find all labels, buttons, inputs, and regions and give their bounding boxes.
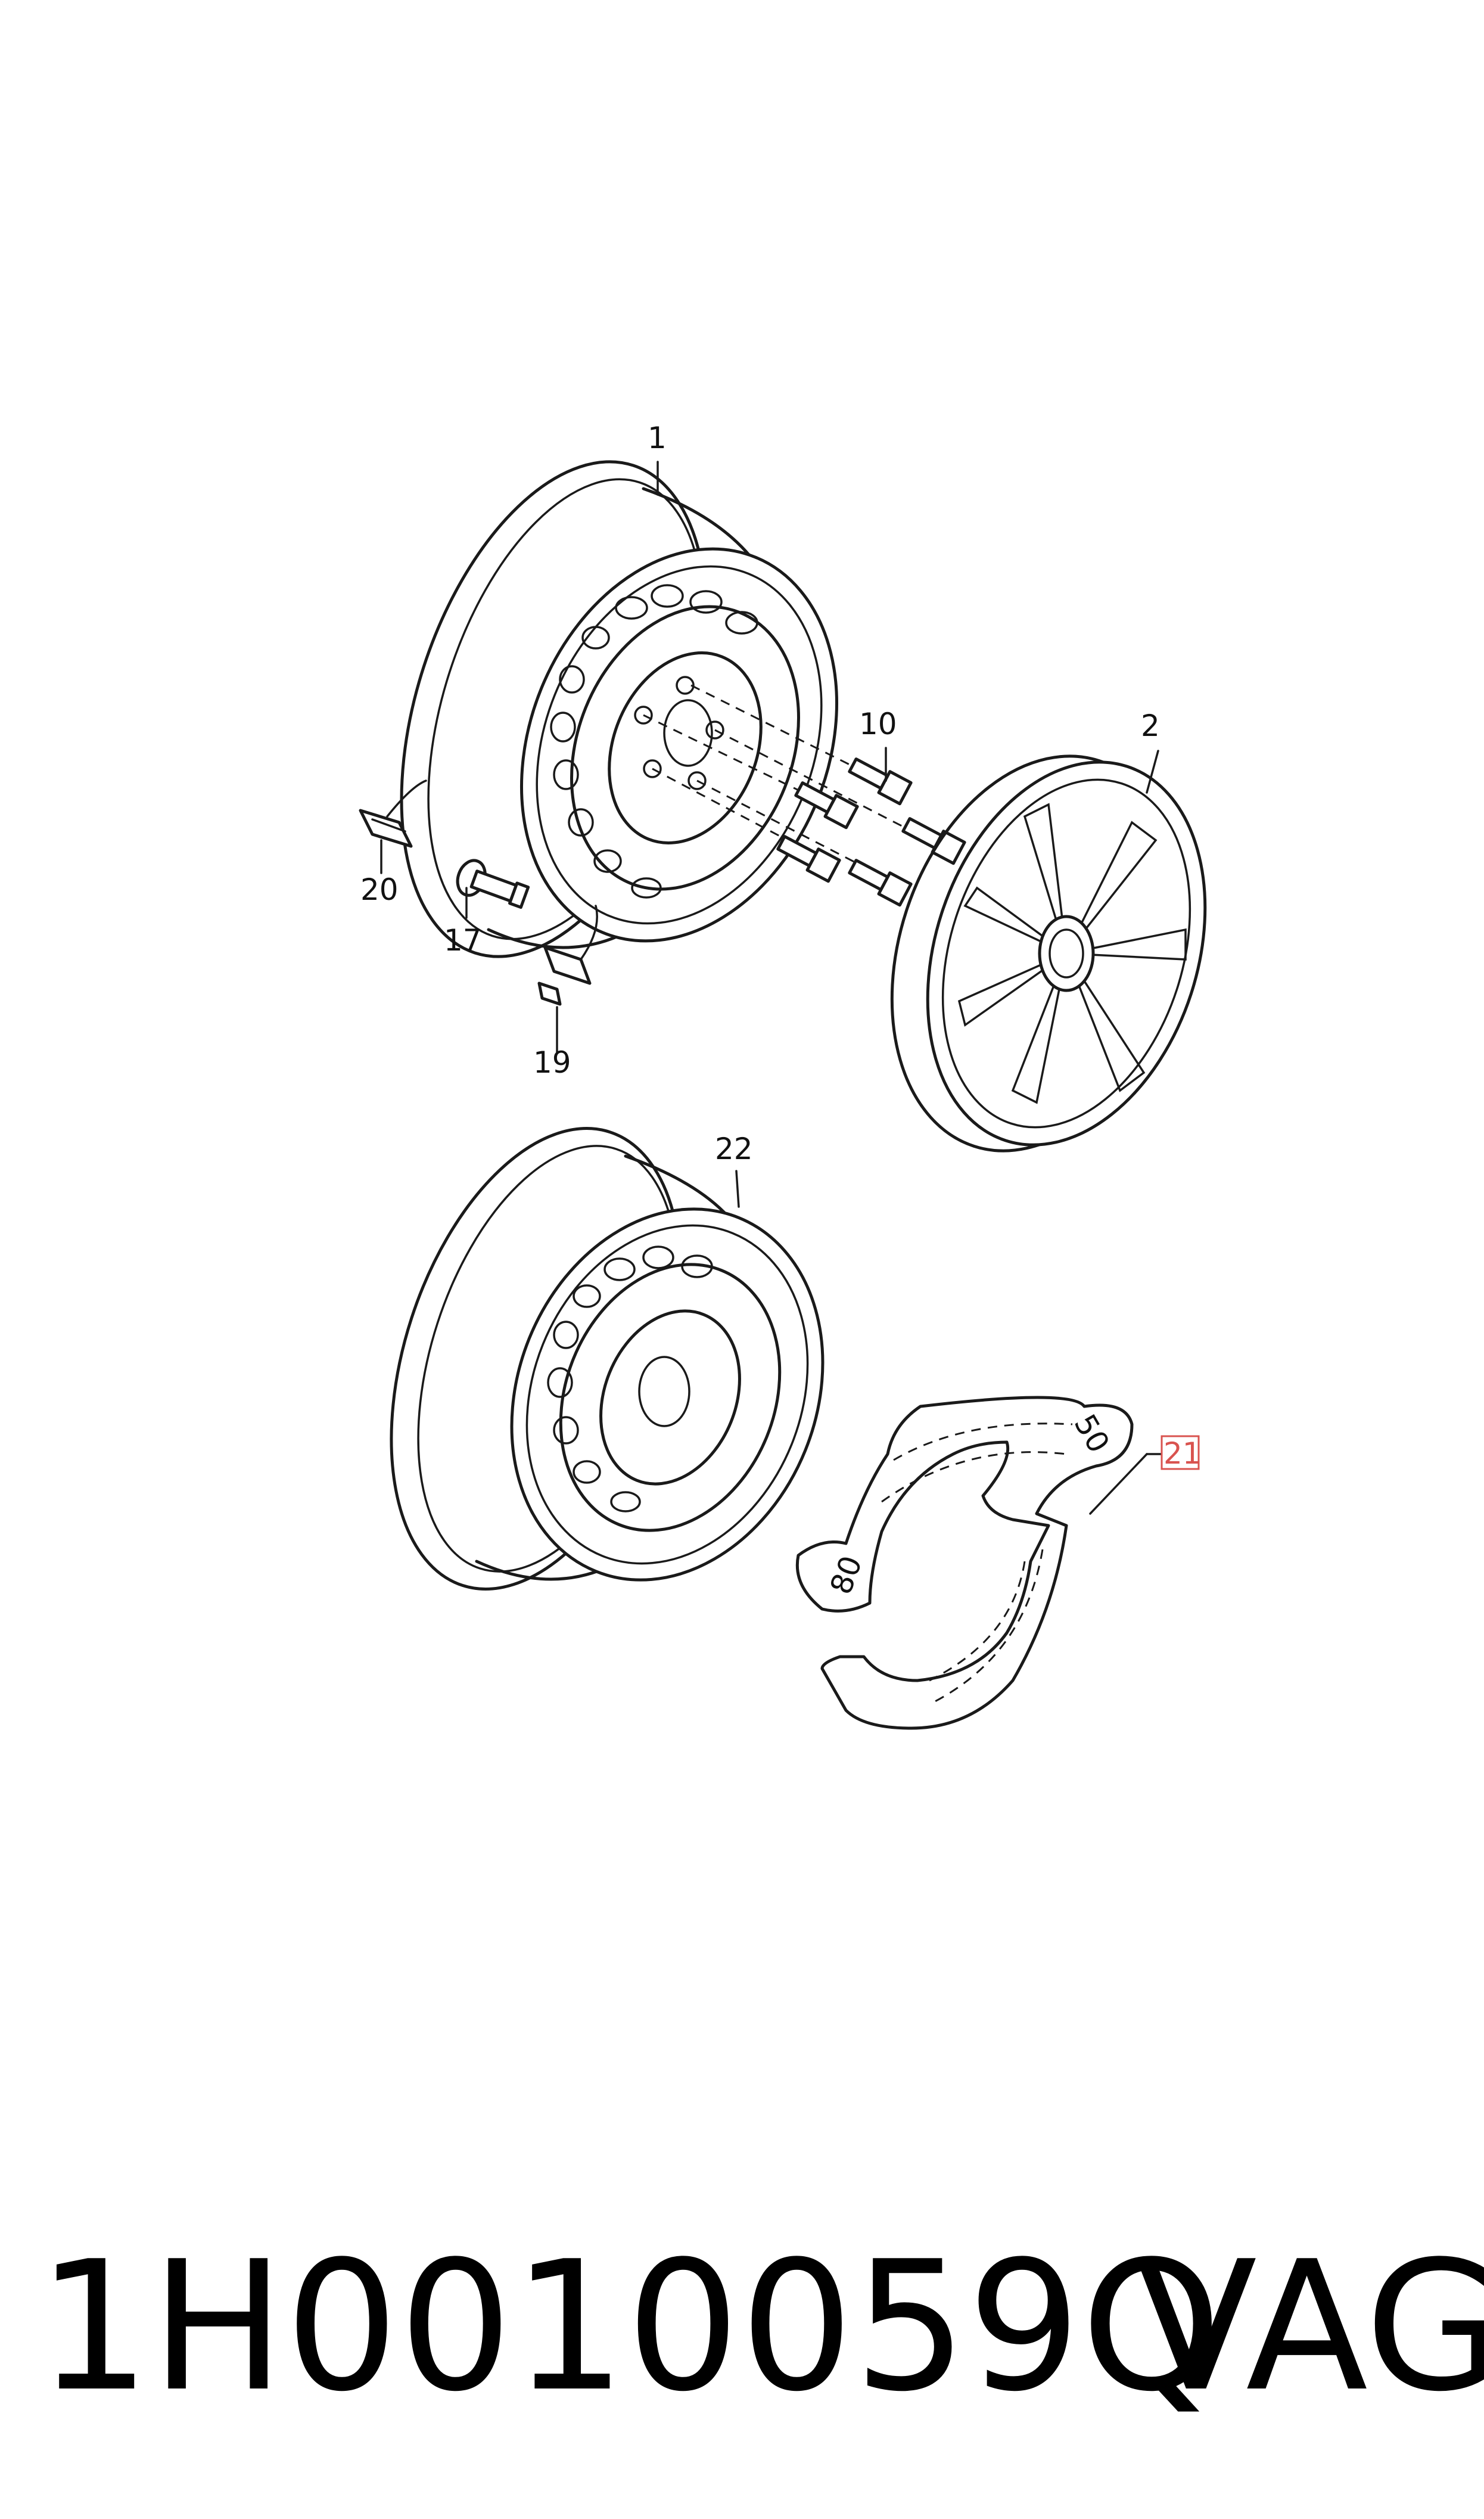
callout-21: 21 [1163, 1436, 1202, 1471]
spare-wheel-lower [390, 1127, 825, 1591]
part-number: 1H0010059Q [37, 2223, 1222, 2431]
callout-10: 10 [859, 707, 897, 741]
callout-1: 1 [648, 421, 667, 455]
balance-weight-20 [359, 809, 413, 848]
callout-20: 20 [360, 872, 399, 907]
brand-name: VAG [1135, 2223, 1484, 2431]
callout-21-box: 21 [1161, 1435, 1202, 1471]
callout-22: 22 [715, 1132, 753, 1166]
steel-wheel-upper [400, 460, 838, 958]
callout-2: 2 [1141, 709, 1160, 743]
vent-holes [550, 584, 758, 899]
callout-17: 17 [444, 923, 482, 958]
tire-valve [456, 859, 530, 909]
balance-weight-19 [537, 946, 592, 1006]
wheel-trim-cover [890, 754, 1207, 1153]
leader-lines [380, 461, 1163, 1515]
callout-19: 19 [533, 1045, 571, 1080]
speed-limit-sticker: 50 80 [795, 1396, 1134, 1730]
